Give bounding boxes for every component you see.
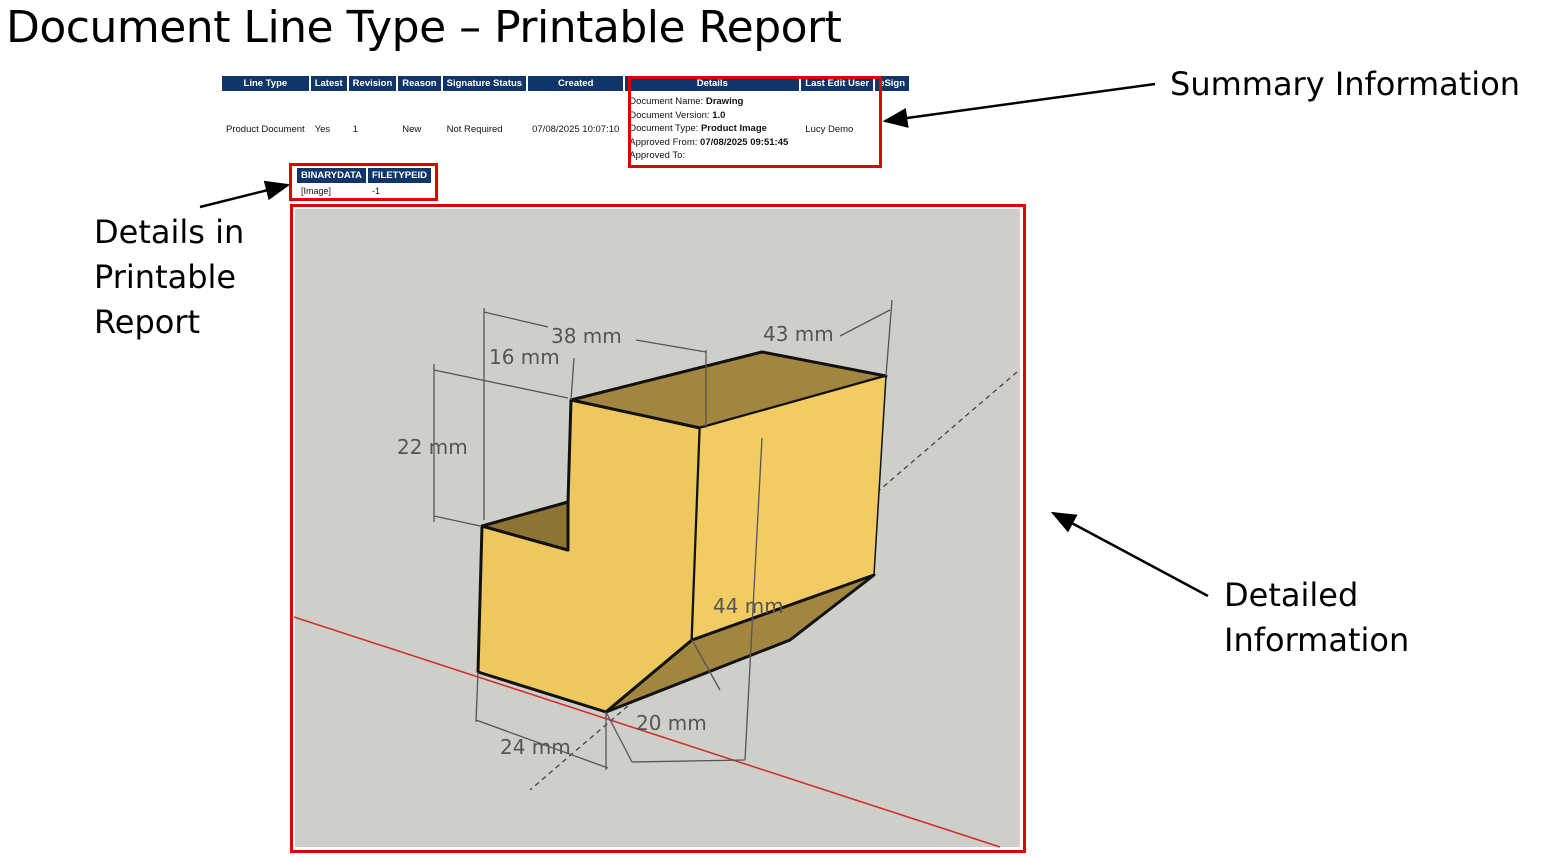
detail-label: Document Type: [629, 123, 699, 135]
column-header: Last Edit User [801, 76, 874, 91]
red-axis-line [293, 616, 1001, 848]
callout-detailed-information: Detailed Information [1224, 576, 1410, 659]
detail-value: 07/08/2025 09:51:45 [700, 136, 789, 148]
3d-block [476, 350, 888, 714]
cell-last-edit-user: Lucy Demo [805, 123, 854, 135]
cell-reason: New [402, 123, 422, 135]
detail-value: Drawing [705, 96, 744, 108]
dimension-label: 22 mm [397, 435, 468, 459]
bottom-face [604, 573, 876, 714]
dimension-label: 16 mm [489, 345, 560, 369]
arrow-summary [882, 82, 1156, 128]
callout-summary-information: Summary Information [1170, 65, 1521, 103]
details-highlight-box [289, 163, 438, 201]
detail-label: Document Version: [629, 109, 710, 121]
page-title: Document Line Type – Printable Report [6, 2, 842, 53]
column-header: FILETYPEID [368, 168, 431, 183]
column-header: Latest [310, 76, 347, 91]
callout-line: Printable [94, 258, 237, 296]
summary-table: Line Type Latest Revision Reason Signatu… [220, 76, 911, 167]
dimension-label: 44 mm [713, 594, 784, 618]
dimension-lines [433, 299, 893, 770]
cell-signature-status: Not Required [446, 123, 503, 135]
column-header: Revision [348, 76, 397, 91]
cell-created: 07/08/2025 10:07:10 [532, 123, 620, 135]
cell-details: Document Name: Drawing Document Version:… [625, 91, 799, 167]
column-header: Line Type [222, 76, 309, 91]
callout-details-in-printable-report: Details in Printable Report [94, 210, 244, 345]
table-header-row: Line Type Latest Revision Reason Signatu… [222, 76, 910, 91]
column-header: Created [528, 76, 624, 91]
cell-binarydata: [Image] [301, 185, 332, 196]
column-header: Signature Status [442, 76, 527, 91]
cell-line-type: Product Document [226, 123, 305, 135]
dimension-label: 38 mm [551, 324, 622, 348]
detail-table: BINARYDATA FILETYPEID [Image] -1 [295, 168, 433, 198]
summary-highlight-box [628, 76, 882, 168]
dimension-label: 24 mm [500, 735, 571, 759]
callout-arrows [199, 82, 1209, 598]
column-header: Reason [398, 76, 441, 91]
column-header: BINARYDATA [297, 168, 367, 183]
detail-value: Product Image [700, 123, 767, 135]
table-row: Product Document Yes 1 New Not Required … [222, 91, 909, 167]
dashed-axis-line [529, 371, 1018, 791]
detail-label: Document Name: [629, 96, 704, 108]
table-header-row: BINARYDATA FILETYPEID [297, 168, 431, 183]
arrow-detailed [1050, 511, 1209, 598]
table-row: [Image] -1 [297, 183, 431, 198]
dimension-label: 43 mm [763, 322, 834, 346]
column-header: Details [625, 76, 800, 91]
detail-value: 1.0 [712, 109, 726, 121]
detail-label: Approved To: [629, 150, 686, 162]
dimension-label: 20 mm [636, 711, 707, 735]
column-header: eSign [875, 76, 910, 91]
step-face [480, 500, 570, 552]
cell-latest: Yes [314, 123, 331, 135]
detail-label: Approved From: [629, 136, 698, 148]
cell-revision: 1 [352, 123, 358, 135]
callout-line: Details in [94, 213, 245, 251]
cell-filetypeid: -1 [372, 185, 381, 196]
arrow-details [199, 180, 291, 209]
callout-line: Report [94, 303, 201, 341]
